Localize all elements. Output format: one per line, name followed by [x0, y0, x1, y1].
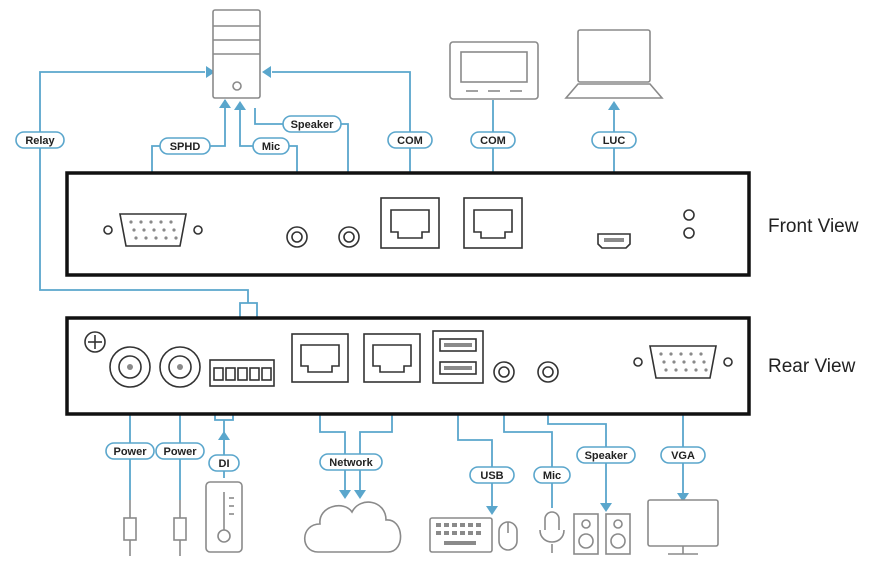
speaker-jack-front [338, 226, 360, 248]
svg-text:COM: COM [480, 135, 506, 147]
svg-text:Mic: Mic [543, 470, 561, 482]
laptop-icon [564, 29, 664, 99]
monitor-icon [647, 499, 719, 555]
mic-jack-front [286, 226, 308, 248]
svg-text:DI: DI [219, 458, 230, 470]
sphd-arrow-up [219, 99, 231, 108]
luc-port [597, 233, 631, 249]
usb-arrow-down [486, 506, 498, 515]
svg-text:Power: Power [113, 446, 147, 458]
cloud-icon [304, 501, 402, 553]
svg-text:SPHD: SPHD [170, 141, 201, 153]
keyboard-icon [429, 517, 493, 553]
sphd-label: SPHD [159, 137, 211, 155]
speaker-rear-label: Speaker [576, 446, 636, 464]
speakers-icon [573, 513, 631, 555]
mic-front-label: Mic [252, 137, 290, 155]
front-view-label: Front View [768, 216, 859, 237]
relay-label: Relay [15, 131, 65, 149]
relay-arrow [206, 66, 215, 78]
vga-label: VGA [660, 446, 706, 464]
svg-text:Mic: Mic [262, 141, 280, 153]
com1-arrow [262, 66, 271, 78]
usb-ports [432, 330, 484, 384]
relay-bracket [239, 302, 258, 318]
led-2 [683, 227, 695, 239]
rear-panel [65, 316, 751, 416]
power-plug-icon [123, 500, 137, 556]
di-arrow [218, 431, 230, 440]
net-arrow-4 [354, 490, 366, 499]
lan-port-1 [291, 333, 349, 383]
mic-jack-rear [493, 361, 515, 383]
sphd-port [103, 213, 203, 247]
usb-label: USB [469, 466, 515, 484]
com-port-1 [380, 197, 440, 249]
server-tower-icon [212, 9, 261, 99]
mic-rear-label: Mic [533, 466, 571, 484]
com-label-1: COM [387, 131, 433, 149]
net-arrow-3 [339, 490, 351, 499]
power-jack-1 [109, 346, 151, 388]
com-label-2: COM [470, 131, 516, 149]
luc-arrow-up [608, 101, 620, 110]
network-label: Network [319, 453, 383, 471]
microphone-icon [539, 511, 565, 553]
terminal-block [209, 359, 275, 387]
svg-text:Relay: Relay [25, 135, 55, 147]
svg-text:COM: COM [397, 135, 423, 147]
svg-text:VGA: VGA [671, 450, 695, 462]
vga-arrow [677, 493, 689, 502]
lan-port-2 [363, 333, 421, 383]
speaker-jack-rear [537, 361, 559, 383]
svg-text:Speaker: Speaker [291, 119, 335, 131]
led-1 [683, 209, 695, 221]
power-label-1: Power [105, 442, 155, 460]
com-port-2 [463, 197, 523, 249]
vga-port [633, 345, 733, 379]
terminal-display-icon [449, 41, 539, 100]
svg-text:Power: Power [163, 446, 197, 458]
thermometer-icon [205, 481, 243, 553]
svg-text:LUC: LUC [603, 135, 626, 147]
com1-line [272, 71, 411, 196]
mic-arrow [234, 101, 246, 110]
ground-screw-icon [84, 331, 106, 353]
front-panel [65, 171, 751, 277]
svg-text:Network: Network [329, 457, 373, 469]
rear-view-label: Rear View [768, 356, 856, 377]
svg-text:Speaker: Speaker [585, 450, 629, 462]
svg-text:USB: USB [480, 470, 503, 482]
power-label-2: Power [155, 442, 205, 460]
luc-label: LUC [591, 131, 637, 149]
power-jack-2 [159, 346, 201, 388]
mouse-icon [498, 521, 518, 551]
relay-line [39, 71, 249, 303]
speaker-front-label: Speaker [282, 115, 342, 133]
power-plug-icon [173, 500, 187, 556]
di-label: DI [208, 454, 240, 472]
speaker-rear-arrow [600, 503, 612, 512]
